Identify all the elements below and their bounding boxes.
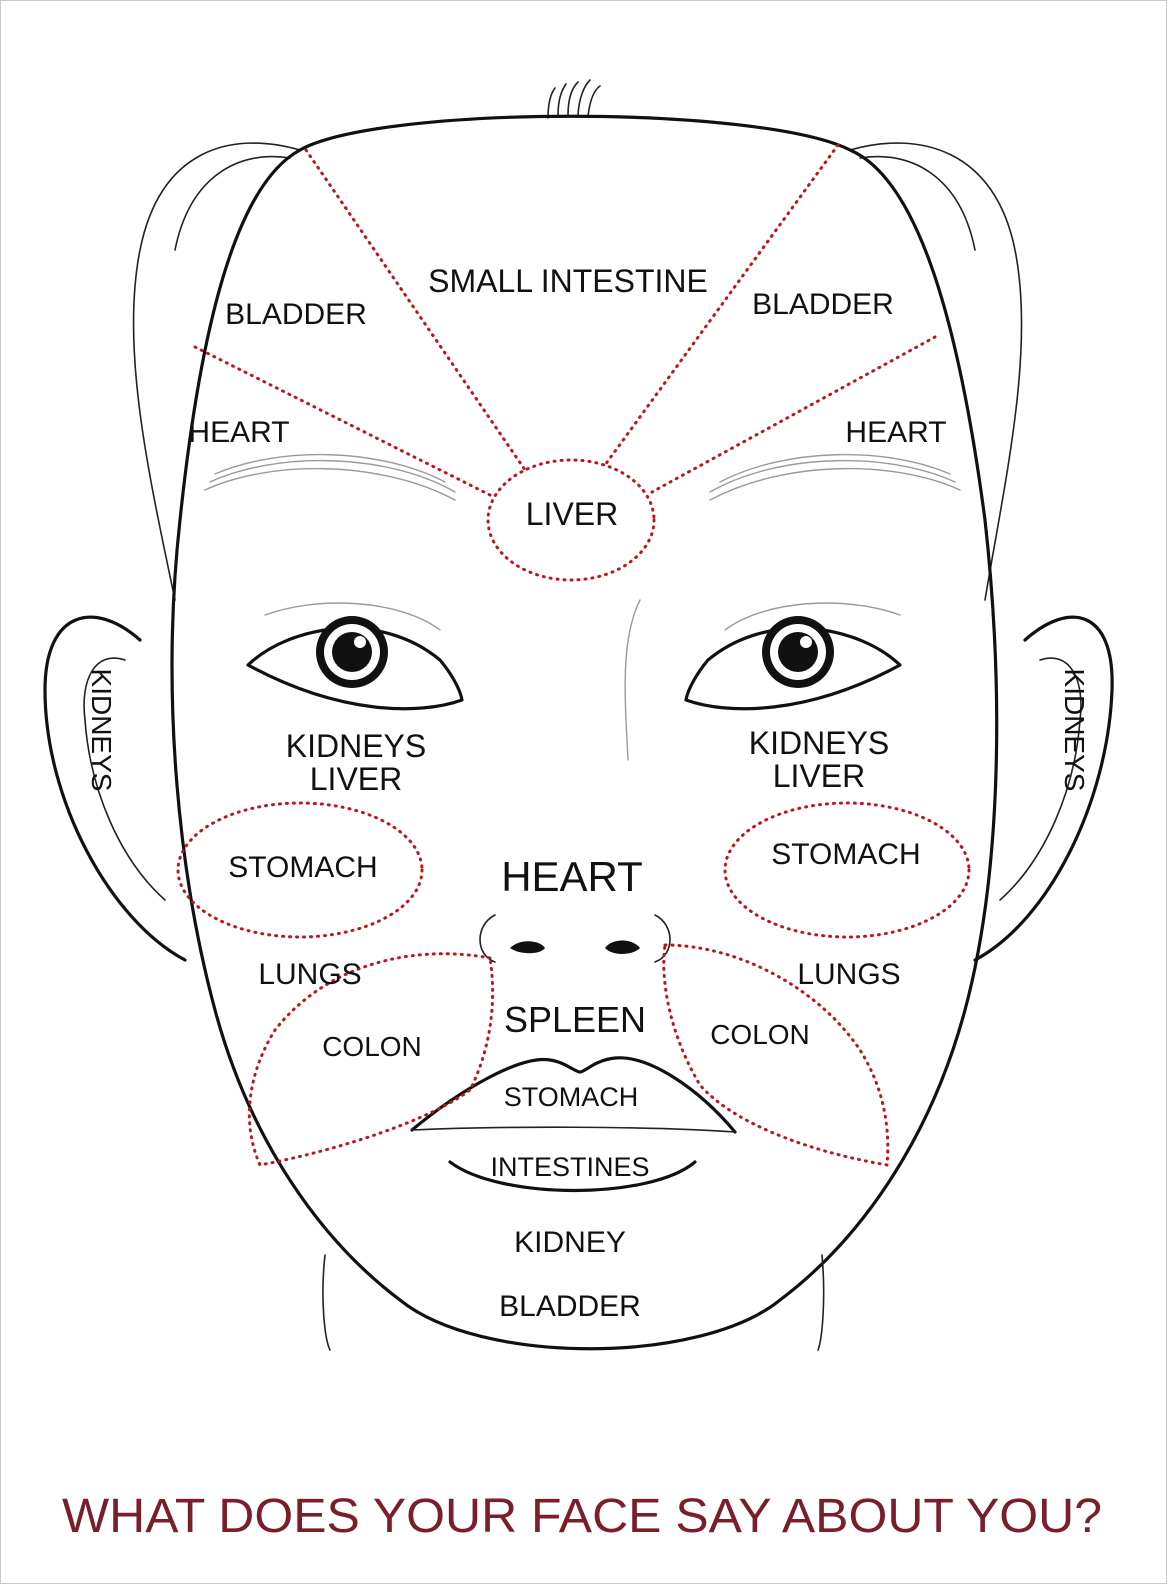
zone-line-forehead-left xyxy=(304,148,527,472)
label-kidneys-right: KIDNEYS xyxy=(749,725,889,761)
label-colon-right: COLON xyxy=(710,1019,810,1050)
label-stomach-left: STOMACH xyxy=(228,851,377,884)
label-bladder-right: BLADDER xyxy=(752,288,894,321)
zone-line-forehead-right xyxy=(603,143,840,467)
label-heart-nose: HEART xyxy=(501,853,643,900)
eye-right xyxy=(684,616,902,711)
label-liver-forehead: LIVER xyxy=(526,496,618,532)
nose xyxy=(479,914,671,963)
label-bladder-left: BLADDER xyxy=(225,298,367,331)
label-liver-left: LIVER xyxy=(310,761,402,797)
eyebrows xyxy=(204,453,961,631)
face-outline xyxy=(170,114,999,1351)
page-title: WHAT DOES YOUR FACE SAY ABOUT YOU? xyxy=(62,1490,1102,1543)
zone-line-temple-left xyxy=(193,345,492,497)
zone-stomach-right xyxy=(723,801,971,939)
label-spleen: SPLEEN xyxy=(504,999,646,1040)
nose-bridge xyxy=(624,599,641,761)
neck xyxy=(322,1254,825,1351)
label-stomach-lips: STOMACH xyxy=(504,1082,639,1112)
label-heart-left: HEART xyxy=(188,416,289,449)
hair-lines xyxy=(132,79,1023,601)
label-lungs-left: LUNGS xyxy=(258,958,361,991)
label-kidneys-left: KIDNEYS xyxy=(286,728,426,764)
zone-lines xyxy=(176,143,971,1167)
zone-colon-left xyxy=(247,952,495,1167)
label-small-intestine: SMALL INTESTINE xyxy=(428,263,708,299)
label-stomach-right: STOMACH xyxy=(771,838,920,871)
ears xyxy=(43,615,1114,962)
zone-colon-right xyxy=(662,943,890,1167)
label-kidneys-ear-right: KIDNEYS xyxy=(1059,669,1090,792)
label-intestines: INTESTINES xyxy=(490,1152,649,1182)
zone-line-temple-right xyxy=(650,335,937,494)
label-heart-right: HEART xyxy=(845,416,946,449)
label-kidney-chin: KIDNEY xyxy=(514,1226,626,1259)
label-bladder-chin: BLADDER xyxy=(499,1290,641,1323)
label-liver-right: LIVER xyxy=(773,758,865,794)
label-colon-left: COLON xyxy=(322,1031,422,1062)
zone-stomach-left xyxy=(176,801,424,939)
label-kidneys-ear-left: KIDNEYS xyxy=(86,669,117,792)
eye-left xyxy=(246,616,464,711)
mouth xyxy=(410,1056,737,1193)
label-lungs-right: LUNGS xyxy=(797,958,900,991)
zone-liver-forehead xyxy=(486,458,656,582)
